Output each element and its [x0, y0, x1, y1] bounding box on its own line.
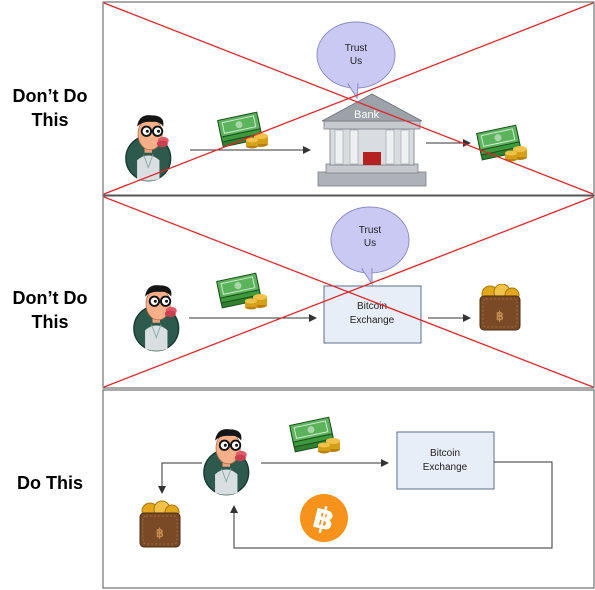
- speech-bubble-2-line2: Us: [364, 238, 376, 249]
- row1-label-line2: This: [31, 110, 69, 130]
- bank-sign: Bank: [354, 109, 380, 121]
- bitcoin-wallet-icon: [139, 500, 181, 548]
- bitcoin-logo-icon: ฿: [300, 494, 348, 542]
- bank-building-icon: [317, 93, 427, 187]
- arrow-exchange-return-to-person: [230, 461, 553, 549]
- row2-label-line2: This: [31, 312, 69, 332]
- row2-label-line1: Don’t Do: [12, 288, 88, 308]
- cross-line-1b: [103, 2, 594, 195]
- arrow-person-to-wallet: [158, 462, 202, 494]
- exchange-box-3: [396, 431, 495, 490]
- row2-label: Don’t Do This: [0, 286, 100, 334]
- speech-bubble-2-line1: Trust: [359, 225, 382, 236]
- exchange-box-2-line2: Exchange: [350, 315, 395, 326]
- exchange-box-3-line1: Bitcoin: [430, 448, 460, 459]
- speech-bubble-1-line2: Us: [350, 56, 362, 67]
- panel-3: [102, 389, 595, 589]
- exchange-box-3-line2: Exchange: [423, 462, 468, 473]
- row3-label: Do This: [0, 471, 100, 495]
- speech-bubble-2: [330, 206, 410, 286]
- cross-line-2b: [103, 196, 594, 388]
- speech-bubble-1: [316, 21, 396, 100]
- row3-label-text: Do This: [17, 473, 83, 493]
- exchange-box-2-line1: Bitcoin: [357, 301, 387, 312]
- speech-bubble-1-line1: Trust: [345, 43, 368, 54]
- row1-label: Don’t Do This: [0, 84, 100, 132]
- row1-label-line1: Don’t Do: [12, 86, 88, 106]
- bitcoin-wallet-icon: [479, 284, 521, 331]
